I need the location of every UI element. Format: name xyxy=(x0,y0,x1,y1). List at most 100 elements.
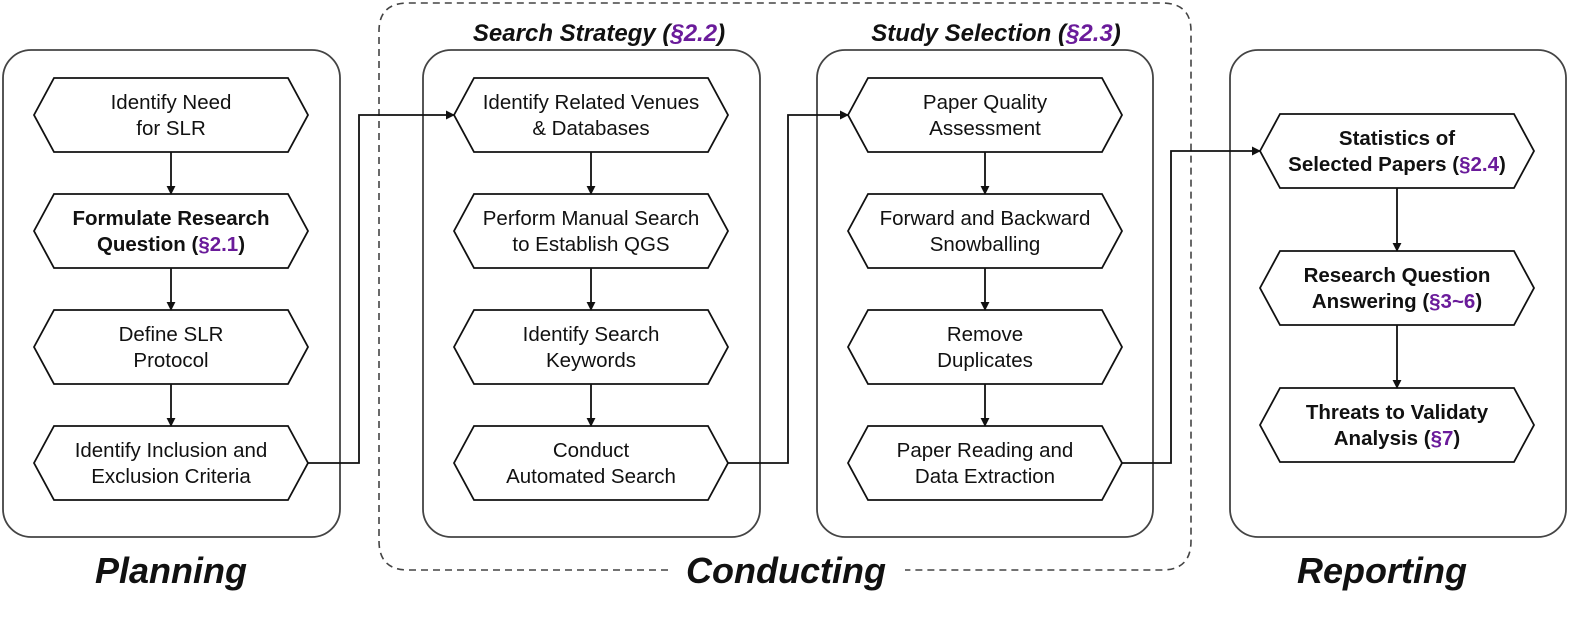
step-label-line: Define SLR xyxy=(119,323,224,346)
hexagon-shape xyxy=(452,425,730,501)
step-label-line: Identify Related Venues xyxy=(483,91,700,114)
phase-label-conducting: Conducting xyxy=(686,550,886,591)
step-label-text: Forward and Backward xyxy=(880,207,1091,230)
study-selection-ref: §2.3 xyxy=(1065,20,1113,47)
step-label-text: & Databases xyxy=(532,117,649,140)
phase-label-planning: Planning xyxy=(95,550,247,591)
hexagon-shape xyxy=(846,193,1124,269)
step-label-line: Snowballing xyxy=(930,233,1041,256)
hexagon-shape xyxy=(32,193,310,269)
step-label-line: Paper Quality xyxy=(923,91,1048,114)
step-label-line: Protocol xyxy=(133,349,208,372)
step-label-line: Forward and Backward xyxy=(880,207,1091,230)
section-ref: §2.4 xyxy=(1459,153,1499,176)
section-ref: §3~6 xyxy=(1429,290,1475,313)
step-label-line: Assessment xyxy=(929,117,1041,140)
study-selection-panel xyxy=(816,49,1154,538)
hexagon-shape xyxy=(1258,387,1536,463)
step-label-text: Threats to Validaty xyxy=(1306,401,1489,424)
conducting-container xyxy=(378,2,1192,571)
step-label-text: Data Extraction xyxy=(915,465,1055,488)
hexagon-shape xyxy=(1258,250,1536,326)
hexagon-shape xyxy=(846,309,1124,385)
hexagon-shape xyxy=(32,309,310,385)
hexagon-shape xyxy=(846,425,1124,501)
planning-to-search-connector xyxy=(308,110,455,464)
step-label-line: Conduct xyxy=(553,439,630,462)
step-label-line: Statistics of xyxy=(1339,127,1455,150)
step-label-text: Identify Search xyxy=(523,323,660,346)
step-label-line: Formulate Research xyxy=(72,207,269,230)
step-label-text: Question xyxy=(97,233,186,256)
hexagon-shape xyxy=(452,77,730,153)
step-label-text: to Establish QGS xyxy=(512,233,669,256)
step-label-line: Identify Search xyxy=(523,323,660,346)
step-label-text: Automated Search xyxy=(506,465,676,488)
step-label-line: to Establish QGS xyxy=(512,233,669,256)
hexagon-shape xyxy=(846,77,1124,153)
define-slr-protocol-step: Define SLR Protocol xyxy=(32,309,310,385)
step-label-text: Answering xyxy=(1312,290,1417,313)
hexagon-shape xyxy=(452,309,730,385)
step-label-text: for SLR xyxy=(136,117,206,140)
steps-layer: Identify Need for SLR Formulate ResearchQu… xyxy=(32,77,1536,501)
selection-to-reporting-connector xyxy=(1122,146,1261,464)
step-label-text: Selected Papers xyxy=(1288,153,1446,176)
step-label-line: Exclusion Criteria xyxy=(91,465,251,488)
step-label-line: Identify Inclusion and xyxy=(75,439,268,462)
step-label-text: Paper Quality xyxy=(923,91,1048,114)
search-strategy-ref: §2.2 xyxy=(669,20,717,47)
step-label-line: Identify Need xyxy=(111,91,232,114)
identify-need-for-slr-step: Identify Need for SLR xyxy=(32,77,310,153)
step-label-line: for SLR xyxy=(136,117,206,140)
hexagon-shape xyxy=(32,77,310,153)
perform-manual-search-to-establish-qgs-step: Perform Manual Search to Establish QGS xyxy=(452,193,730,269)
step-label-line: Data Extraction xyxy=(915,465,1055,488)
step-label-text: Define SLR xyxy=(119,323,224,346)
step-label-text: Identify Inclusion and xyxy=(75,439,268,462)
step-label-text: Keywords xyxy=(546,349,636,372)
identify-related-venues-and-databases-step: Identify Related Venues & Databases xyxy=(452,77,730,153)
step-label-text: Snowballing xyxy=(930,233,1041,256)
hexagon-shape xyxy=(1258,113,1536,189)
step-label-line: Question (§2.1) xyxy=(97,233,245,256)
step-label-line: Answering (§3~6) xyxy=(1312,290,1482,313)
hexagon-shape xyxy=(452,193,730,269)
step-label-text: Exclusion Criteria xyxy=(91,465,251,488)
step-label-line: Selected Papers (§2.4) xyxy=(1288,153,1506,176)
step-label-line: & Databases xyxy=(532,117,649,140)
hexagon-shape xyxy=(32,425,310,501)
step-label-text: Remove xyxy=(947,323,1023,346)
step-label-line: Perform Manual Search xyxy=(483,207,699,230)
step-label-text: Analysis xyxy=(1334,427,1418,450)
step-label-line: Automated Search xyxy=(506,465,676,488)
step-label-line: Research Question xyxy=(1304,264,1491,287)
search-strategy-title: Search Strategy (§2.2) xyxy=(473,20,725,47)
step-label-line: Threats to Validaty xyxy=(1306,401,1489,424)
step-label-line: Duplicates xyxy=(937,349,1033,372)
step-label-text: Conduct xyxy=(553,439,630,462)
search-strategy-panel xyxy=(422,49,761,538)
step-label-text: Protocol xyxy=(133,349,208,372)
step-label-text: Statistics of xyxy=(1339,127,1455,150)
reporting-panel xyxy=(1229,49,1567,538)
step-label-line: Analysis (§7) xyxy=(1334,427,1461,450)
statistics-of-selected-papers-step: Statistics of Selected Papers (§2.4) xyxy=(1258,113,1536,189)
step-label-line: Paper Reading and xyxy=(897,439,1074,462)
step-label-text: Research Question xyxy=(1304,264,1491,287)
step-label-line: Remove xyxy=(947,323,1023,346)
section-ref: §7 xyxy=(1431,427,1454,450)
phase-label-reporting: Reporting xyxy=(1297,550,1467,591)
step-label-text: Formulate Research xyxy=(72,207,269,230)
